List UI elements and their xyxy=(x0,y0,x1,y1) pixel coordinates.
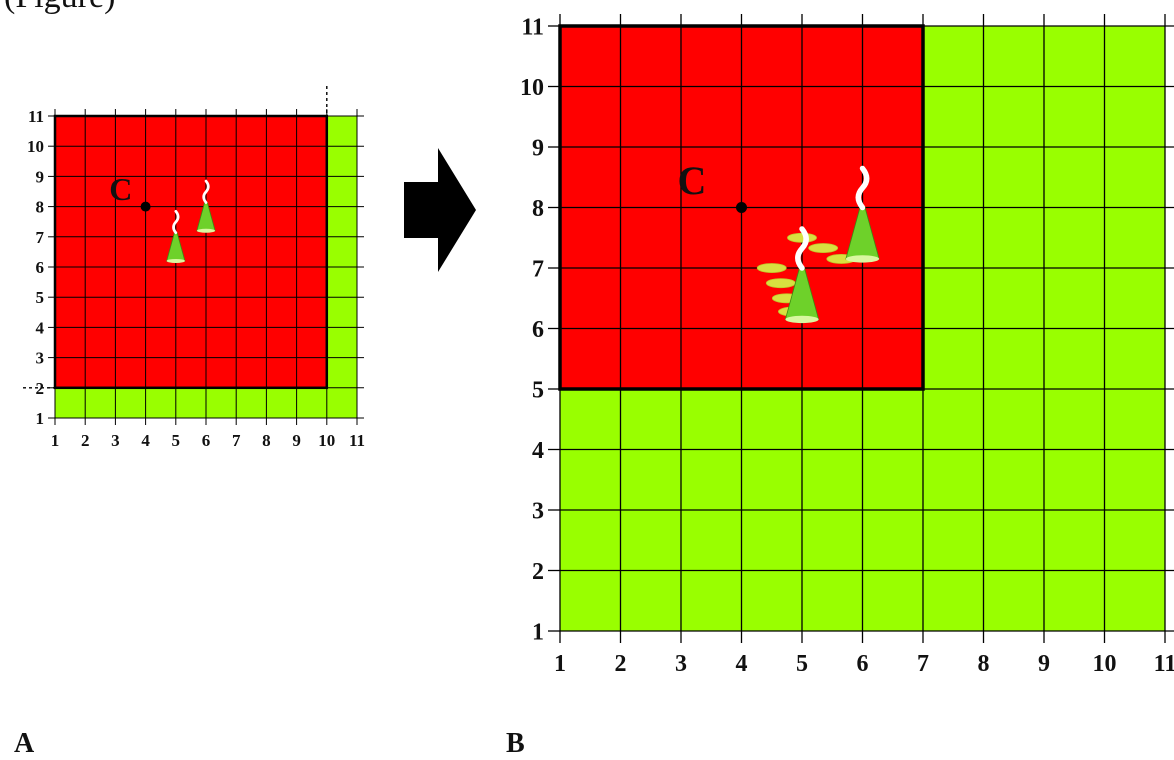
cone-base xyxy=(166,258,185,263)
cone-icon xyxy=(166,209,186,263)
trail-mark xyxy=(765,278,796,289)
transition-arrow xyxy=(404,148,476,272)
y-tick-label: 9 xyxy=(532,135,544,161)
cone-base xyxy=(845,255,880,263)
x-tick-label: 5 xyxy=(796,651,808,677)
y-tick-label: 1 xyxy=(532,619,544,645)
y-tick-label: 5 xyxy=(36,288,45,307)
y-tick-label: 7 xyxy=(532,256,544,282)
occupied-area xyxy=(55,116,327,388)
y-tick-label: 6 xyxy=(36,258,45,277)
y-tick-label: 11 xyxy=(28,107,44,126)
x-tick-label: 3 xyxy=(675,651,687,677)
y-tick-label: 3 xyxy=(532,498,544,524)
x-tick-label: 11 xyxy=(349,431,365,450)
y-tick-label: 6 xyxy=(532,317,544,343)
y-tick-label: 1 xyxy=(36,409,45,428)
y-tick-label: 10 xyxy=(520,75,544,101)
x-tick-label: 8 xyxy=(978,651,990,677)
x-tick-label: 4 xyxy=(141,431,150,450)
y-tick-label: 9 xyxy=(36,167,45,186)
smoke-plume xyxy=(855,165,870,211)
point-c-label: C xyxy=(109,171,132,207)
x-tick-label: 1 xyxy=(554,651,566,677)
x-tick-label: 9 xyxy=(1038,651,1050,677)
occupied-border xyxy=(558,24,925,391)
cone-icon xyxy=(784,226,820,324)
x-tick-label: 8 xyxy=(262,431,271,450)
y-tick-label: 4 xyxy=(36,318,45,337)
occupied-border xyxy=(53,114,329,390)
y-tick-label: 11 xyxy=(521,14,544,40)
y-tick-label: 8 xyxy=(36,198,45,217)
smoke-plume xyxy=(795,226,809,271)
x-tick-label: 2 xyxy=(615,651,627,677)
y-tick-label: 5 xyxy=(532,377,544,403)
cone-icon xyxy=(196,179,216,233)
y-tick-label: 2 xyxy=(532,559,544,585)
y-tick-label: 3 xyxy=(36,349,45,368)
x-tick-label: 4 xyxy=(736,651,748,677)
point-c-dot xyxy=(736,202,747,213)
x-tick-label: 9 xyxy=(292,431,301,450)
header-text-fragment: (Figure) xyxy=(4,0,115,16)
x-tick-label: 7 xyxy=(917,651,929,677)
smoke-plume xyxy=(202,179,210,204)
smoke-plume xyxy=(172,209,180,235)
y-tick-label: 8 xyxy=(532,196,544,222)
x-tick-label: 6 xyxy=(857,651,869,677)
x-tick-label: 10 xyxy=(1093,651,1117,677)
trail-mark xyxy=(756,263,787,273)
x-tick-label: 10 xyxy=(318,431,335,450)
trail-mark xyxy=(787,232,817,243)
x-tick-label: 3 xyxy=(111,431,120,450)
panel-label-b: B xyxy=(506,728,525,759)
y-tick-label: 4 xyxy=(532,438,544,464)
cone-icon xyxy=(845,165,880,263)
y-tick-label: 10 xyxy=(27,137,44,156)
cone-base xyxy=(196,228,216,233)
x-tick-label: 11 xyxy=(1154,651,1174,677)
point-c-dot xyxy=(140,201,151,212)
x-tick-label: 7 xyxy=(232,431,241,450)
x-tick-label: 2 xyxy=(81,431,90,450)
y-tick-label: 7 xyxy=(36,228,45,247)
y-tick-label: 2 xyxy=(36,379,45,398)
trail-mark xyxy=(808,243,839,253)
point-c-label: C xyxy=(677,158,706,203)
x-tick-label: 6 xyxy=(202,431,211,450)
x-tick-label: 1 xyxy=(51,431,60,450)
panel-label-a: A xyxy=(14,728,35,759)
cone-base xyxy=(785,315,819,324)
x-tick-label: 5 xyxy=(172,431,181,450)
